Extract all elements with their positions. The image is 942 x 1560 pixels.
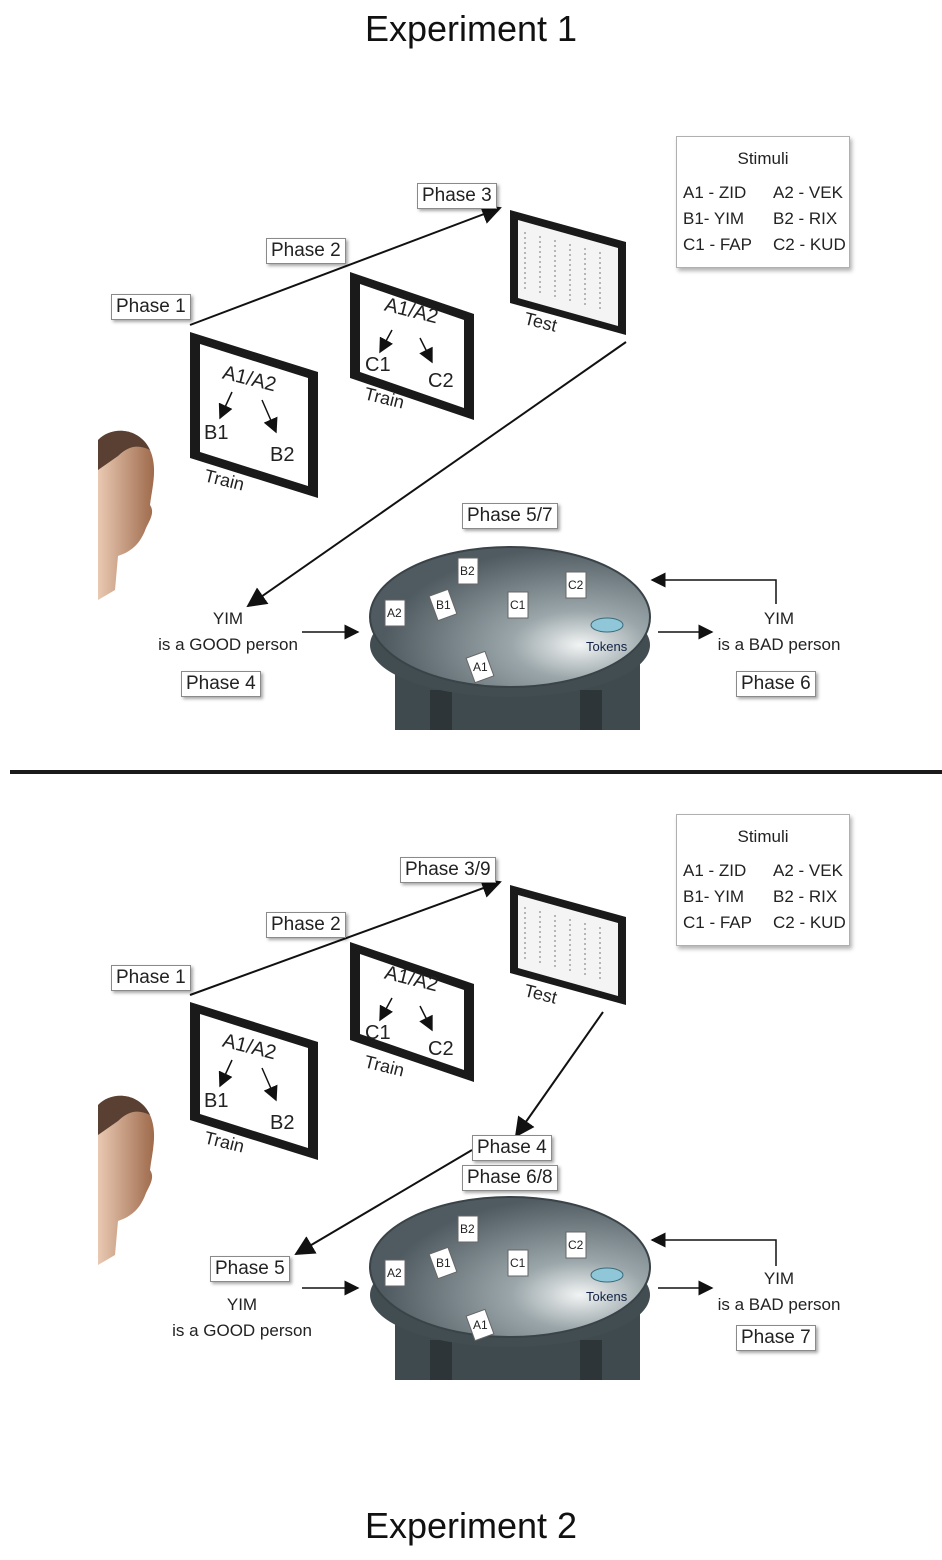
card-b2: [457, 1215, 479, 1243]
phase-2-label: Phase 2: [266, 238, 346, 264]
good-caption: YIM is a GOOD person: [158, 606, 298, 658]
phase-6-8-label: Phase 6/8: [462, 1165, 558, 1191]
experiment-2-diagram: [98, 878, 777, 1380]
card-b1: [428, 588, 458, 622]
screen2-left: C1: [365, 1022, 391, 1044]
experiment-1-title: Experiment 1: [364, 8, 578, 49]
stimuli-item: B2 - RIX: [773, 209, 838, 228]
good-caption-text: is a GOOD person: [172, 1321, 312, 1340]
card-a1-label: A1: [473, 1318, 488, 1332]
good-caption: YIM is a GOOD person: [172, 1292, 312, 1344]
screen2-right: C2: [428, 370, 454, 392]
card-a2: [384, 599, 406, 627]
card-a2-label: A2: [387, 1266, 402, 1280]
bad-caption-text: is a BAD person: [717, 1295, 841, 1314]
stimuli-item: B1- YIM: [683, 209, 745, 228]
divider: [10, 770, 942, 774]
screen1-left: B1: [204, 1090, 229, 1112]
stimuli-item: B2 - RIX: [773, 887, 838, 906]
card-b2: [457, 557, 479, 585]
person-icon: [98, 1095, 155, 1265]
card-a1: [465, 1308, 495, 1342]
bad-caption-text: is a BAD person: [717, 635, 841, 654]
card-c2: [565, 571, 587, 599]
card-c1: [507, 1249, 529, 1277]
phase-4-label: Phase 4: [181, 671, 261, 697]
stimuli-box: Stimuli A1 - ZID A2 - VEK B1- YIM B2 - R…: [676, 136, 850, 268]
phase-6-label: Phase 6: [736, 671, 816, 697]
screen1-left: B1: [204, 422, 229, 444]
tokens-label: Tokens: [586, 639, 628, 654]
phase-3-label: Phase 3: [417, 183, 497, 209]
stimuli-heading: Stimuli: [737, 827, 789, 846]
card-a2-label: A2: [387, 606, 402, 620]
good-caption-name: YIM: [212, 609, 244, 628]
card-c1-label: C1: [510, 1256, 526, 1270]
card-a2: [384, 1259, 406, 1287]
stimuli-item: C2 - KUD: [773, 913, 846, 932]
screen2-left: C1: [365, 354, 391, 376]
card-b1: [428, 1246, 458, 1280]
stimuli-heading: Stimuli: [737, 149, 789, 168]
phase-5-label: Phase 5: [210, 1256, 290, 1282]
phase-3-9-label: Phase 3/9: [400, 857, 496, 883]
tokens-label: Tokens: [586, 1289, 628, 1304]
bad-caption-name: YIM: [763, 1269, 795, 1288]
stimuli-item: A2 - VEK: [773, 861, 843, 880]
card-b2-label: B2: [460, 1222, 475, 1236]
card-c2-label: C2: [568, 578, 584, 592]
phase-1-label: Phase 1: [111, 294, 191, 320]
card-a1-label: A1: [473, 660, 488, 674]
card-b2-label: B2: [460, 564, 475, 578]
stimuli-item: A1 - ZID: [683, 861, 747, 880]
card-c2: [565, 1231, 587, 1259]
phase-7-label: Phase 7: [736, 1325, 816, 1351]
experiment-1-panel: A1/A2 B1 B2 Train A1/A2 C1 C2 Train Test…: [0, 0, 942, 770]
stimuli-item: A1 - ZID: [683, 183, 747, 202]
card-a1: [465, 650, 495, 684]
bad-caption: YIM is a BAD person: [714, 606, 844, 658]
good-caption-name: YIM: [226, 1295, 258, 1314]
screen2-right: C2: [428, 1038, 454, 1060]
stimuli-item: A2 - VEK: [773, 183, 843, 202]
experiment-1-diagram: [98, 205, 777, 730]
stimuli-item: C2 - KUD: [773, 235, 846, 254]
phase-2-label: Phase 2: [266, 912, 346, 938]
card-b1-label: B1: [436, 1256, 451, 1270]
screen1-right: B2: [270, 1112, 295, 1134]
phase-1-label: Phase 1: [111, 965, 191, 991]
good-caption-text: is a GOOD person: [158, 635, 298, 654]
card-c1-label: C1: [510, 598, 526, 612]
stimuli-box: Stimuli A1 - ZID A2 - VEK B1- YIM B2 - R…: [676, 814, 850, 946]
screen1-right: B2: [270, 444, 295, 466]
bad-caption-name: YIM: [763, 609, 795, 628]
person-icon: [98, 430, 155, 600]
card-b1-label: B1: [436, 598, 451, 612]
phase-5-7-label: Phase 5/7: [462, 503, 558, 529]
experiment-2-panel: A1/A2 B1 B2 Train A1/A2 C1 C2 Train Test…: [0, 790, 942, 1560]
card-c1: [507, 591, 529, 619]
card-c2-label: C2: [568, 1238, 584, 1252]
experiment-2-title: Experiment 2: [364, 1505, 578, 1546]
stimuli-item: C1 - FAP: [683, 913, 752, 932]
stimuli-item: B1- YIM: [683, 887, 745, 906]
bad-caption: YIM is a BAD person: [714, 1266, 844, 1318]
phase-4-label: Phase 4: [472, 1135, 552, 1161]
stimuli-item: C1 - FAP: [683, 235, 752, 254]
